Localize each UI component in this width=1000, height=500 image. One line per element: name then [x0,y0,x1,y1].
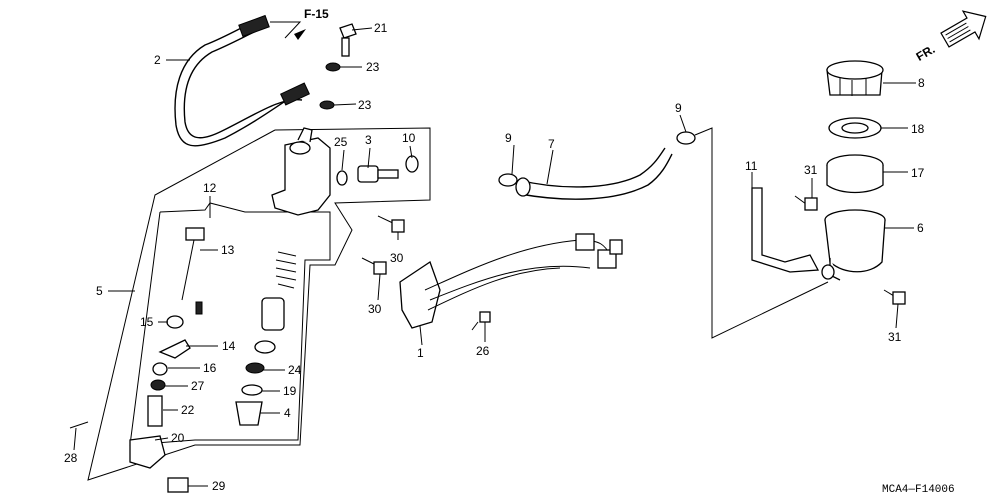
diaphragm-17 [826,154,884,194]
callout-12: 12 [203,181,217,195]
callout-31-b: 31 [888,330,902,344]
pin-28 [69,421,89,429]
brake-switch-1 [399,233,623,329]
callout-10: 10 [402,131,416,145]
boot-4 [235,401,263,426]
sleeve-22 [147,395,163,427]
brake-hose-2 [174,14,310,147]
stay-11 [751,187,820,273]
callout-30-a: 30 [390,251,404,265]
f15-arrow [270,21,306,40]
reservoir-outline [694,127,829,339]
clip-9-b [676,131,696,145]
callout-9-b: 9 [675,101,682,115]
callout-2: 2 [154,53,161,67]
figure-code: MCA4—F14006 [882,484,955,496]
callout-23-a: 23 [366,60,380,74]
callout-26: 26 [476,344,490,358]
front-direction-arrow [940,10,987,48]
callout-25: 25 [334,135,348,149]
bolt-30-b [361,257,387,275]
o-ring-25 [336,170,348,186]
callout-9-a: 9 [505,131,512,145]
callout-1: 1 [417,346,424,360]
callout-14: 14 [222,339,236,353]
callout-3: 3 [365,133,372,147]
push-rod-13 [181,227,205,301]
boot-15 [166,315,184,329]
callout-21: 21 [374,21,388,35]
reservoir-hose-7 [515,147,673,200]
circlip-19 [241,384,263,396]
callout-6: 6 [917,221,924,235]
reference-f15: F-15 [304,7,329,21]
nut-27 [150,379,166,391]
callout-15: 15 [140,315,154,329]
kit-outline-5 [87,127,431,481]
bolt-30-a [377,215,405,233]
callout-8: 8 [918,76,925,90]
plate-14 [158,339,191,359]
callout-27: 27 [191,379,205,393]
callout-31-a: 31 [804,163,818,177]
nut-16 [152,362,168,376]
pin-small [195,301,203,315]
cup-seal [254,340,276,354]
callout-30-b: 30 [368,302,382,316]
leader-lines [73,27,916,487]
washer-24 [245,362,265,374]
callout-18: 18 [911,122,925,136]
cap-8 [826,60,884,96]
bolt-21 [339,23,357,57]
callout-22: 22 [181,403,195,417]
washer-23-b [319,100,335,110]
callout-24: 24 [288,363,302,377]
washer-10 [405,155,419,173]
master-cylinder [271,127,331,216]
screw-26 [471,311,491,331]
callout-4: 4 [284,406,291,420]
callout-11: 11 [745,159,758,173]
joint-bolt-3 [357,165,399,183]
callout-17: 17 [911,166,925,180]
clevis-20 [129,435,166,469]
bolt-31-b [883,289,906,305]
washer-23-a [325,62,341,72]
callout-20: 20 [171,431,185,445]
spring [261,251,297,331]
reservoir-6 [821,209,886,281]
plate-18 [828,117,882,139]
callout-7: 7 [548,137,555,151]
callout-28: 28 [64,451,78,465]
callout-13: 13 [221,243,235,257]
clip-29 [167,477,189,493]
callout-5: 5 [96,284,103,298]
callout-19: 19 [283,384,297,398]
callout-29: 29 [212,479,226,493]
callout-23-b: 23 [358,98,372,112]
clip-9-a [498,173,518,187]
callout-16: 16 [203,361,217,375]
front-direction-label: FR. [914,42,938,64]
bolt-31-a [794,195,818,211]
